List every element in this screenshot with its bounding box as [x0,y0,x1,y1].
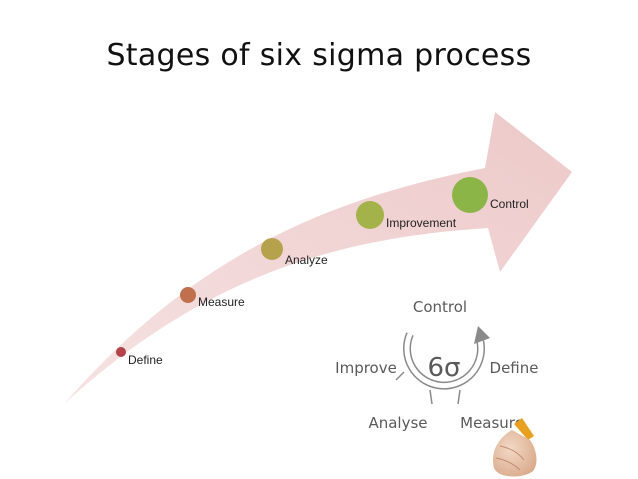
cycle-center-label: 6σ [427,353,460,383]
stage-dot-control [452,177,488,213]
hand-with-marker-icon [492,418,537,477]
cycle-arrowhead-icon [474,326,490,344]
page-title: Stages of six sigma process [106,38,532,73]
stage-label-analyze: Analyze [285,253,328,267]
stage-label-define: Define [128,353,163,367]
cycle-step-define: Define [490,359,539,377]
stage-label-improvement: Improvement [386,216,457,230]
cycle-step-control: Control [413,298,467,316]
cycle-step-measure: Measure [460,414,524,432]
cycle-step-analyse: Analyse [368,414,427,432]
stage-dot-define [116,347,126,357]
stage-label-measure: Measure [198,295,245,309]
dmaic-cycle: 6σ Control Define Measure Analyse Improv… [335,298,538,432]
cycle-step-improve: Improve [335,359,397,377]
stage-dot-analyze [261,238,283,260]
process-arrow [64,112,572,404]
stage-dot-measure [180,287,196,303]
stage-label-control: Control [490,197,529,211]
stage-dot-improvement [356,201,384,229]
